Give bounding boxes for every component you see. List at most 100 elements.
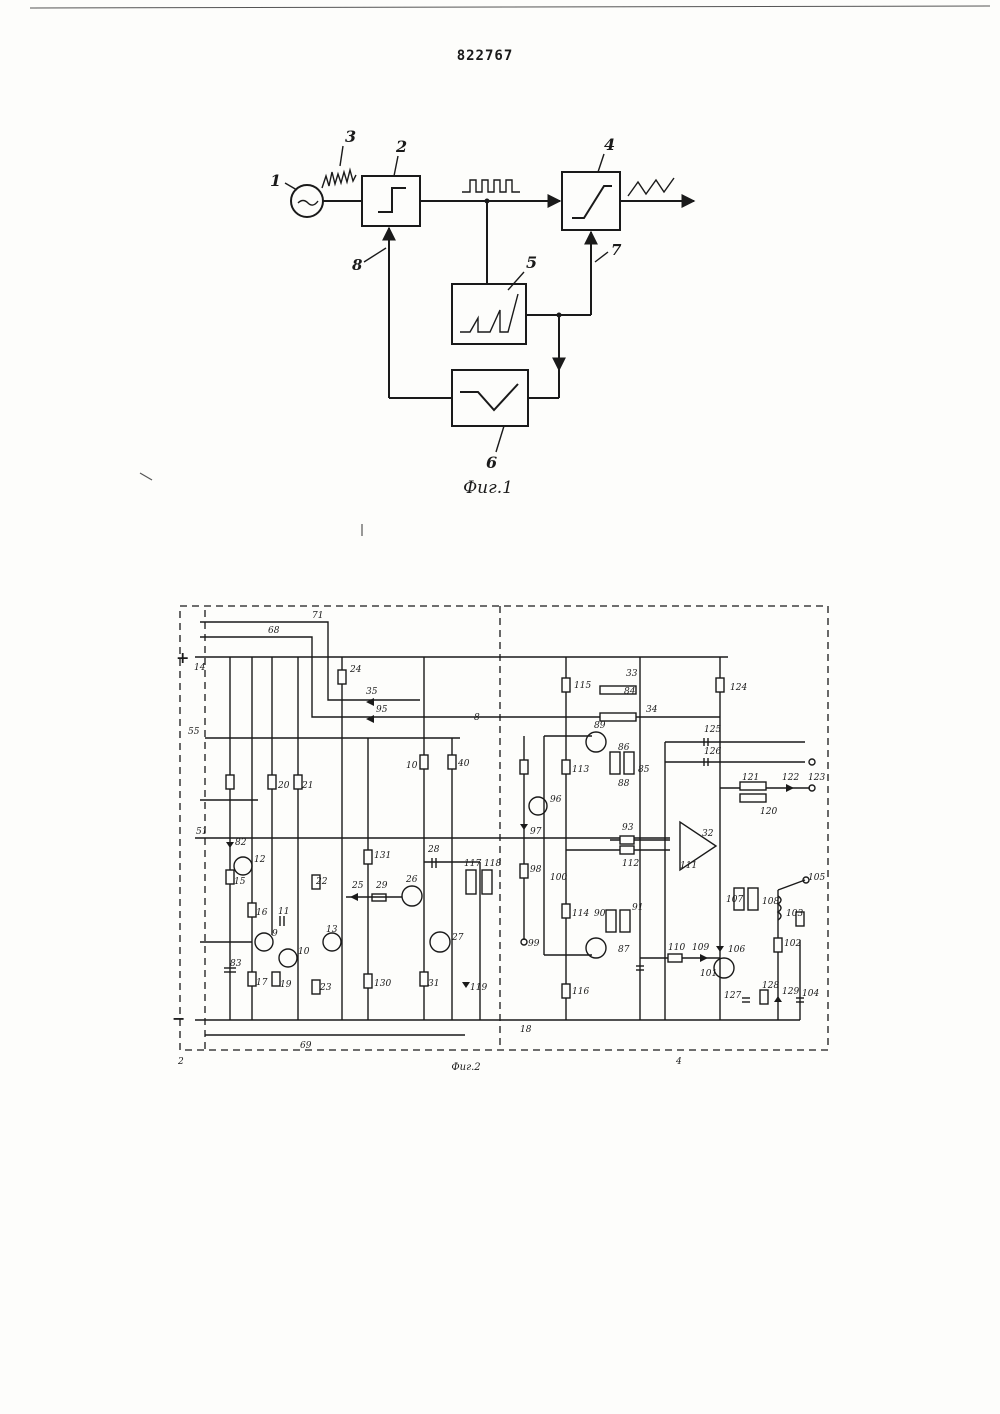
transistor-87 bbox=[586, 938, 606, 958]
v-curve-icon bbox=[460, 384, 518, 410]
terminal-right-1 bbox=[809, 759, 815, 765]
svg-text:104: 104 bbox=[802, 989, 819, 999]
svg-text:23: 23 bbox=[319, 983, 332, 993]
diode-95 bbox=[366, 715, 374, 723]
svg-text:130: 130 bbox=[374, 979, 391, 989]
diode-129 bbox=[774, 996, 782, 1002]
sine-icon bbox=[298, 201, 318, 206]
svg-text:34: 34 bbox=[646, 705, 658, 715]
svg-text:82: 82 bbox=[235, 838, 247, 848]
svg-text:123: 123 bbox=[808, 773, 825, 783]
triangle-wave-icon bbox=[628, 178, 674, 196]
svg-text:100: 100 bbox=[550, 873, 567, 883]
svg-text:116: 116 bbox=[572, 987, 589, 997]
svg-text:121: 121 bbox=[742, 773, 759, 783]
svg-text:24: 24 bbox=[349, 665, 362, 675]
svg-text:107: 107 bbox=[726, 895, 743, 905]
svg-text:28: 28 bbox=[427, 845, 440, 855]
svg-text:125: 125 bbox=[704, 725, 721, 735]
svg-text:88: 88 bbox=[618, 779, 630, 789]
svg-text:10: 10 bbox=[298, 947, 310, 957]
svg-text:13: 13 bbox=[326, 925, 338, 935]
label-14: 14 bbox=[194, 663, 206, 673]
svg-text:127: 127 bbox=[724, 991, 741, 1001]
svg-text:115: 115 bbox=[574, 681, 591, 691]
diode-122 bbox=[786, 784, 794, 792]
svg-text:102: 102 bbox=[784, 939, 801, 949]
diode-97 bbox=[520, 824, 528, 830]
svg-text:96: 96 bbox=[550, 795, 562, 805]
labels-left: 24 35 95 8 10 40 82 12 15 16 20 21 11 9 … bbox=[230, 665, 501, 993]
label-8: 8 bbox=[352, 256, 363, 274]
label-18: 18 bbox=[520, 1025, 532, 1035]
label-1: 1 bbox=[270, 171, 281, 190]
svg-text:122: 122 bbox=[782, 773, 799, 783]
svg-text:110: 110 bbox=[668, 943, 685, 953]
svg-text:40: 40 bbox=[457, 759, 470, 769]
svg-text:111: 111 bbox=[680, 861, 697, 871]
svg-text:99: 99 bbox=[528, 939, 540, 949]
svg-text:97: 97 bbox=[530, 827, 542, 837]
svg-text:25: 25 bbox=[351, 881, 364, 891]
svg-text:26: 26 bbox=[405, 875, 418, 885]
svg-text:112: 112 bbox=[622, 859, 639, 869]
ramp-icon bbox=[572, 186, 612, 218]
svg-text:95: 95 bbox=[376, 705, 388, 715]
wire-68 bbox=[200, 637, 592, 717]
figure-2: 2 4 71 68 + 14 55 51 − 69 18 bbox=[172, 606, 828, 1073]
diode-106 bbox=[716, 946, 724, 952]
label-68: 68 bbox=[268, 626, 280, 636]
step-icon bbox=[378, 188, 406, 212]
transistor-27 bbox=[430, 932, 450, 952]
svg-text:8: 8 bbox=[474, 713, 480, 723]
label-69: 69 bbox=[300, 1041, 312, 1051]
label-7: 7 bbox=[611, 241, 622, 259]
svg-text:86: 86 bbox=[618, 743, 630, 753]
sawtooth-icon bbox=[460, 294, 518, 332]
label-4: 4 bbox=[604, 135, 615, 154]
top-rule bbox=[30, 6, 990, 8]
svg-text:89: 89 bbox=[594, 721, 606, 731]
svg-text:118: 118 bbox=[484, 859, 501, 869]
svg-text:31: 31 bbox=[428, 979, 439, 989]
svg-text:91: 91 bbox=[632, 903, 643, 913]
svg-text:93: 93 bbox=[622, 823, 634, 833]
svg-text:10: 10 bbox=[406, 761, 418, 771]
minus-label: − bbox=[172, 1009, 185, 1028]
svg-text:128: 128 bbox=[762, 981, 779, 991]
diode-35 bbox=[366, 698, 374, 706]
transistor-26 bbox=[402, 886, 422, 906]
svg-text:11: 11 bbox=[278, 907, 289, 917]
diode-109 bbox=[700, 954, 708, 962]
figure-1: 1 3 2 4 5 7 bbox=[270, 127, 694, 498]
svg-text:9: 9 bbox=[272, 929, 278, 939]
label-55: 55 bbox=[188, 727, 200, 737]
svg-text:15: 15 bbox=[234, 877, 246, 887]
svg-text:27: 27 bbox=[451, 933, 464, 943]
svg-text:129: 129 bbox=[782, 987, 799, 997]
svg-text:103: 103 bbox=[786, 909, 803, 919]
svg-text:12: 12 bbox=[254, 855, 266, 865]
svg-text:33: 33 bbox=[626, 669, 638, 679]
svg-text:90: 90 bbox=[594, 909, 606, 919]
svg-text:22: 22 bbox=[315, 877, 328, 887]
integrator-block-4 bbox=[562, 172, 620, 230]
svg-text:21: 21 bbox=[301, 781, 313, 791]
figure-1-caption: Фиг.1 bbox=[463, 478, 513, 498]
svg-text:105: 105 bbox=[808, 873, 825, 883]
svg-text:29: 29 bbox=[375, 881, 388, 891]
svg-text:84: 84 bbox=[624, 687, 636, 697]
wire-71 bbox=[200, 622, 420, 700]
transistor-89 bbox=[586, 732, 606, 752]
svg-text:35: 35 bbox=[366, 687, 378, 697]
plus-label: + bbox=[176, 648, 189, 667]
diode-119 bbox=[462, 982, 470, 988]
svg-text:16: 16 bbox=[256, 908, 268, 918]
label-3: 3 bbox=[345, 127, 356, 146]
label-71: 71 bbox=[312, 611, 323, 621]
svg-text:117: 117 bbox=[464, 859, 481, 869]
transistor-9 bbox=[255, 933, 273, 951]
figure-2-caption: Фиг.2 bbox=[451, 1062, 480, 1073]
corner-label-right: 4 bbox=[675, 1057, 682, 1067]
